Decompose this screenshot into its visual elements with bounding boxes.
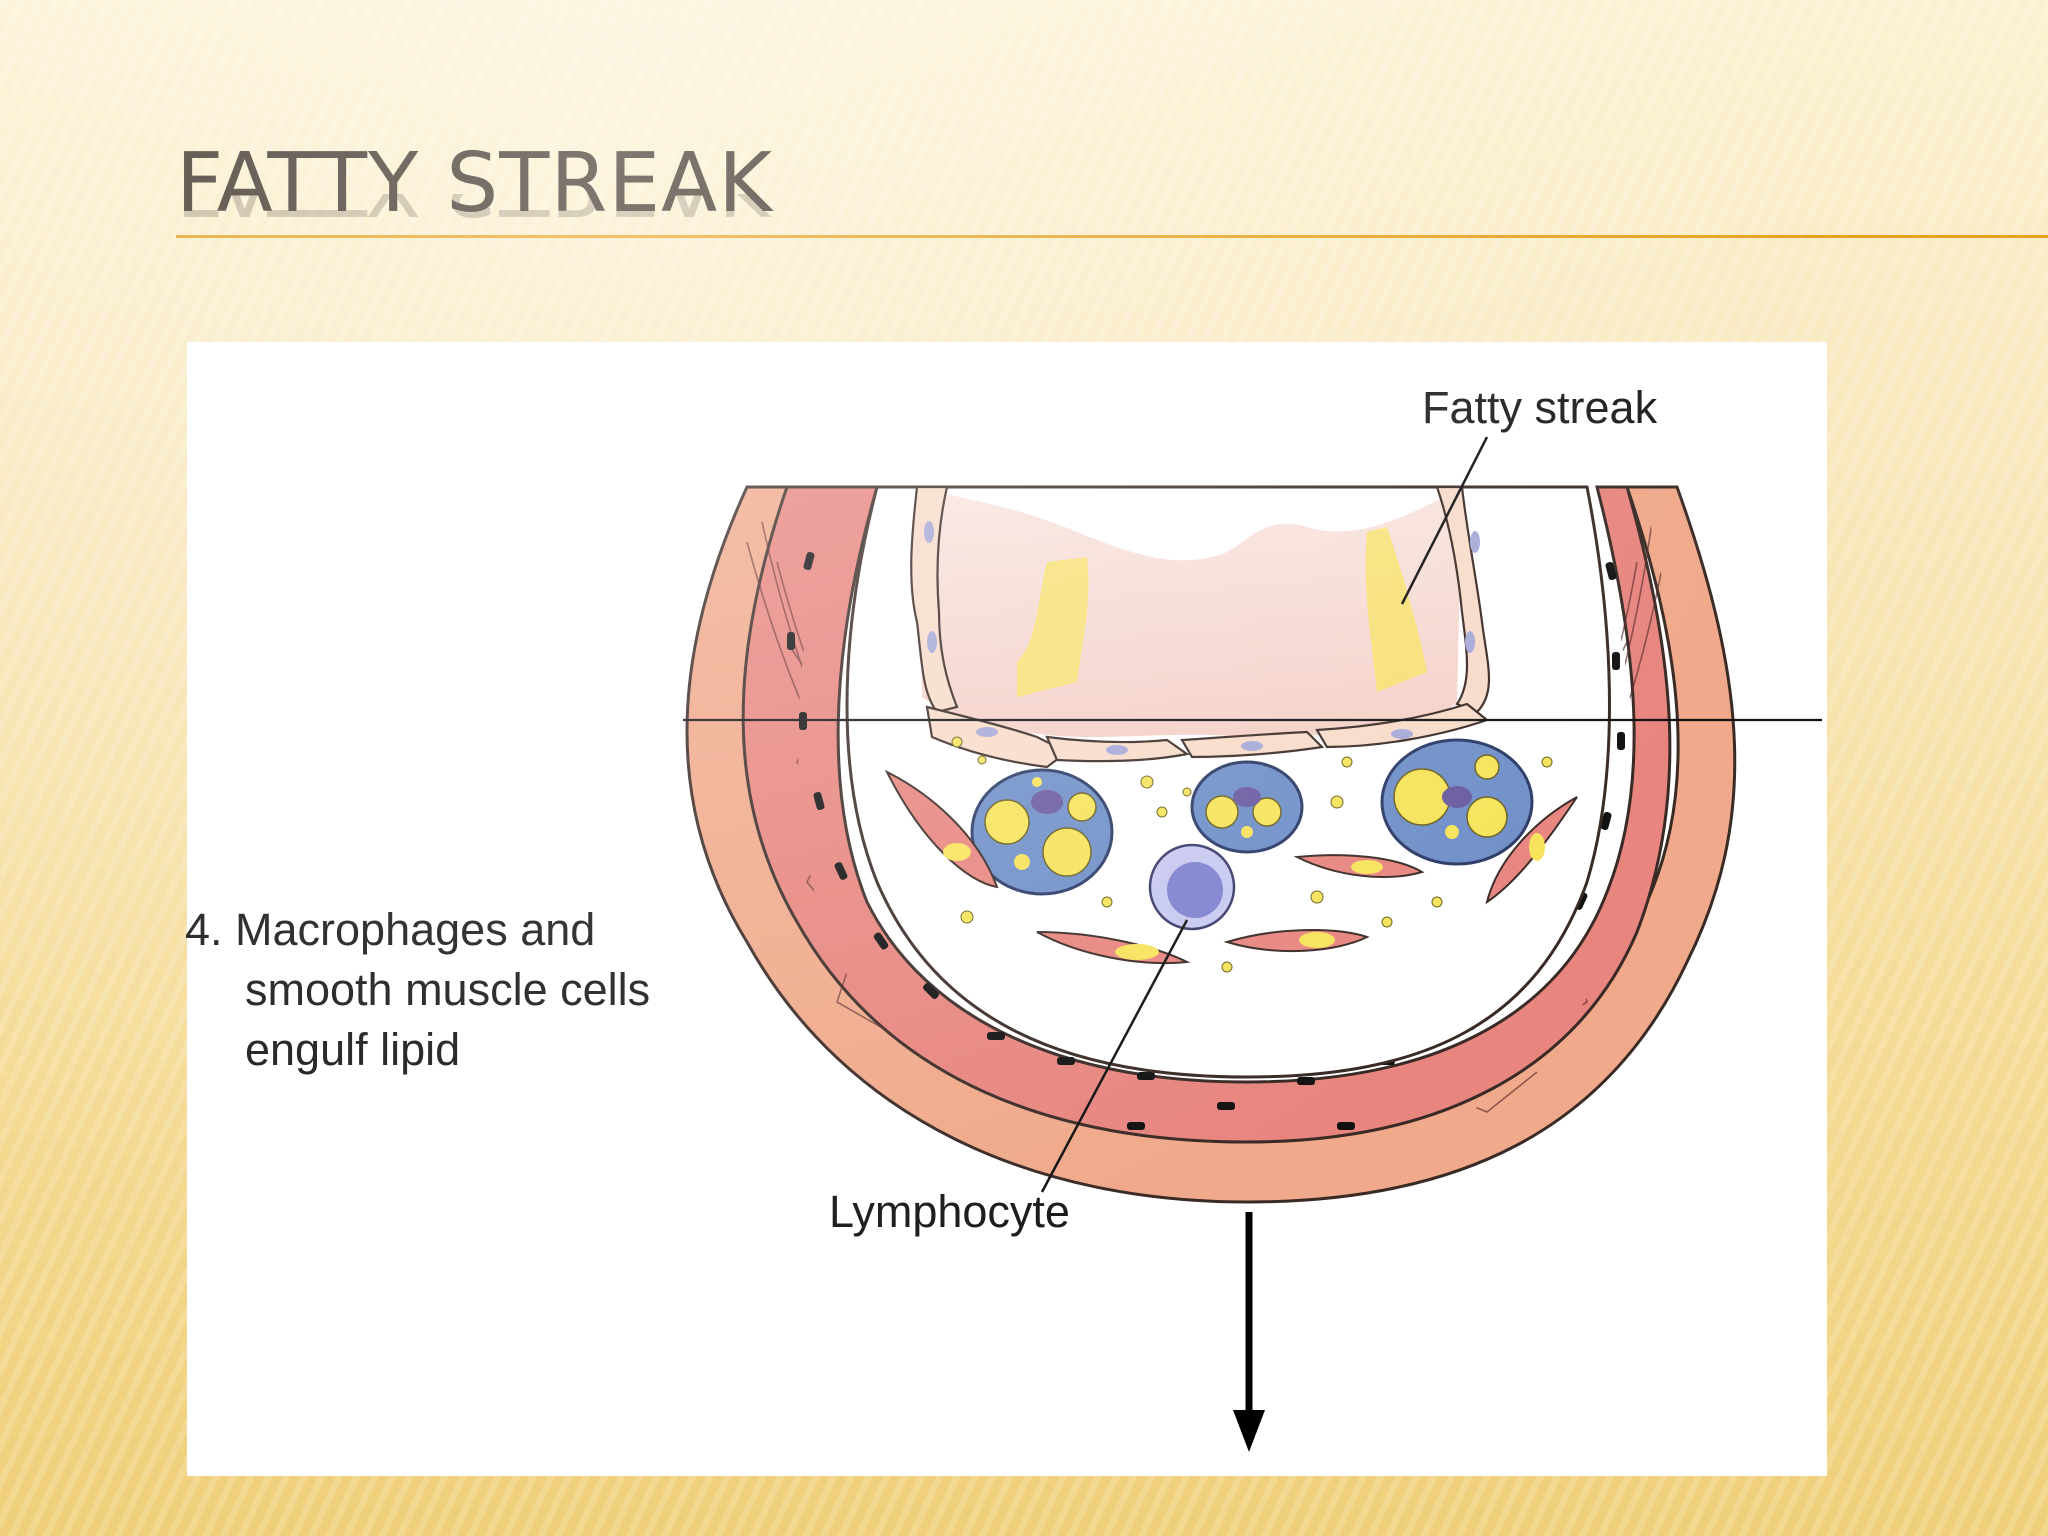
endothelial-nuclei [924,521,1480,755]
lipid-droplets [951,736,1553,973]
fatty-streak-label: Fatty streak [1422,382,1658,433]
foam-cell-2 [1190,760,1304,854]
foam-cell-1 [970,768,1114,896]
lymphocyte-cell [1148,843,1236,931]
artery-cross-section [683,436,1822,1452]
foam-cell-3 [1380,738,1534,866]
downward-arrow-icon [1233,1212,1265,1452]
step-4-line-3: engulf lipid [245,1024,461,1075]
step-4-description: 4. Macrophages and smooth muscle cells e… [185,900,650,1080]
artery-diagram: Fatty streak 4. Macrophages and smooth m… [185,342,1827,1476]
slide-title: FATTY STREAK [176,136,774,231]
step-4-line-2: smooth muscle cells [245,964,651,1015]
step-4-line-1: 4. Macrophages and [185,904,596,955]
title-area: FATTY STREAK FATTY STREAK [176,134,773,244]
fatty-streak-leader-line [1400,436,1489,605]
title-underline [176,235,2048,238]
fatty-streak-patch-right [1365,527,1427,692]
media-layer [741,485,1672,1144]
fatty-streak-patch-left [1017,557,1089,697]
lipid-laden-smooth-muscle-cells [884,769,1578,965]
lymphocyte-label: Lymphocyte [829,1186,1070,1237]
slide-title-reflection: FATTY STREAK [176,194,773,234]
lymphocyte-leader-line [1040,919,1189,1193]
